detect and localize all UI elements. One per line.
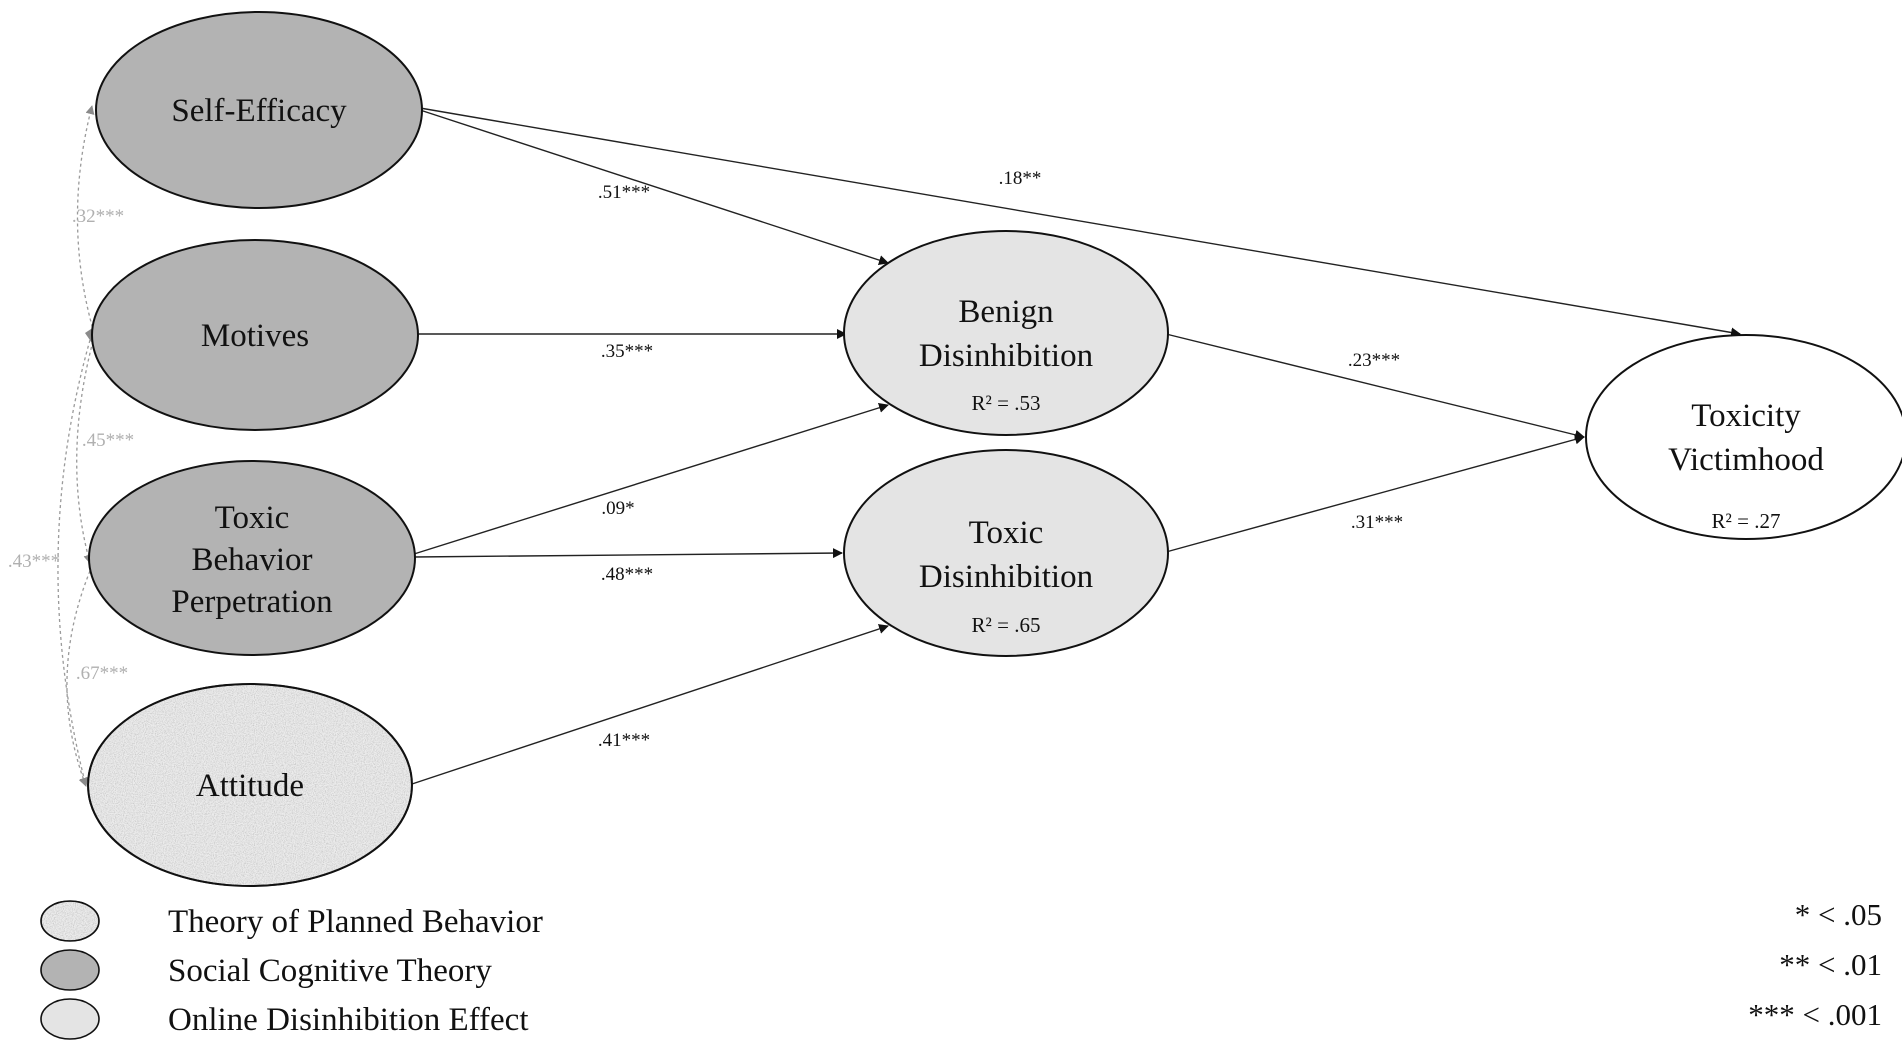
legend: Theory of Planned Behavior Social Cognit… bbox=[40, 900, 543, 1040]
corr-se-mot: .32*** bbox=[72, 206, 124, 227]
node-toxic-behavior-line3: Perpetration bbox=[171, 584, 332, 620]
node-toxic-behavior-line2: Behavior bbox=[192, 542, 313, 578]
node-benign-line1: Benign bbox=[958, 294, 1053, 330]
legend-swatch-online-disinhibition bbox=[40, 998, 100, 1040]
corr-arc-se-mot bbox=[76, 105, 95, 334]
legend-swatch-planned-outline bbox=[40, 900, 100, 942]
node-self-efficacy-shape bbox=[95, 11, 423, 209]
coef-att-toxic: .41*** bbox=[598, 730, 650, 751]
node-victimhood-line1: Toxicity bbox=[1691, 398, 1801, 434]
node-motives-shape bbox=[91, 239, 419, 431]
node-toxic-dis-line1: Toxic bbox=[969, 515, 1044, 551]
node-attitude-outline bbox=[87, 683, 413, 887]
node-motives-label: Motives bbox=[201, 318, 309, 354]
node-toxic-behavior-shape bbox=[88, 460, 416, 656]
significance-key: * < .05 ** < .01 *** < .001 bbox=[1748, 897, 1882, 1032]
node-benign-shape bbox=[843, 230, 1169, 436]
coef-se-victim: .18** bbox=[999, 168, 1042, 189]
node-toxicity-victimhood: Toxicity Victimhood R² = .27 bbox=[1585, 334, 1902, 540]
node-victimhood-shape bbox=[1585, 334, 1902, 540]
node-toxic-dis-r2: R² = .65 bbox=[972, 613, 1041, 637]
path-att-toxic bbox=[411, 624, 889, 785]
path-benign-victim bbox=[1165, 333, 1585, 440]
node-toxic-dis-line2: Disinhibition bbox=[919, 559, 1093, 595]
coef-tbp-benign: .09* bbox=[601, 498, 634, 519]
node-benign-line2: Disinhibition bbox=[919, 338, 1093, 374]
correlation-coefficients: .32*** .45*** .43*** .67*** bbox=[8, 206, 134, 684]
node-benign-r2: R² = .53 bbox=[972, 391, 1041, 415]
coef-toxic-victim: .31*** bbox=[1351, 512, 1403, 533]
path-tbp-benign bbox=[413, 402, 889, 555]
node-victimhood-line2: Victimhood bbox=[1668, 442, 1824, 478]
coef-mot-benign: .35*** bbox=[601, 341, 653, 362]
node-toxic-dis-shape bbox=[843, 449, 1169, 657]
regression-paths bbox=[411, 107, 1741, 785]
node-toxic-behavior-line1: Toxic bbox=[215, 500, 290, 536]
legend-label-planned-behavior: Theory of Planned Behavior bbox=[168, 904, 543, 940]
node-motives: Motives bbox=[91, 239, 419, 431]
corr-arc-mot-tbp bbox=[76, 340, 94, 564]
node-attitude: Attitude bbox=[87, 683, 413, 887]
path-se-benign bbox=[419, 109, 889, 265]
coef-benign-victim: .23*** bbox=[1348, 350, 1400, 371]
corr-tbp-att: .67*** bbox=[76, 663, 128, 684]
legend-label-social-cognitive: Social Cognitive Theory bbox=[168, 953, 492, 989]
coef-se-benign: .51*** bbox=[598, 182, 650, 203]
path-coefficients: .51*** .18** .35*** .09* .48*** .41*** .… bbox=[598, 168, 1403, 751]
corr-arc-tbp-att bbox=[66, 570, 91, 787]
node-victimhood-r2: R² = .27 bbox=[1712, 509, 1781, 533]
node-benign-disinhibition: Benign Disinhibition R² = .53 bbox=[843, 230, 1169, 436]
node-self-efficacy-label: Self-Efficacy bbox=[171, 93, 347, 129]
node-self-efficacy: Self-Efficacy bbox=[95, 11, 423, 209]
sig-level-01: ** < .01 bbox=[1779, 947, 1882, 982]
path-tbp-toxic bbox=[413, 548, 843, 559]
coef-tbp-toxic: .48*** bbox=[601, 564, 653, 585]
sig-level-001: *** < .001 bbox=[1748, 997, 1882, 1032]
sig-level-05: * < .05 bbox=[1795, 897, 1882, 932]
corr-mot-att: .43*** bbox=[8, 551, 60, 572]
node-toxic-behavior-perpetration: Toxic Behavior Perpetration bbox=[88, 460, 416, 656]
corr-mot-tbp: .45*** bbox=[82, 430, 134, 451]
corr-arc-mot-att bbox=[57, 339, 91, 787]
node-toxic-disinhibition: Toxic Disinhibition R² = .65 bbox=[843, 449, 1169, 657]
path-se-victim bbox=[419, 107, 1741, 338]
path-toxic-victim bbox=[1165, 434, 1585, 553]
legend-label-online-disinhibition: Online Disinhibition Effect bbox=[168, 1002, 529, 1038]
node-attitude-label: Attitude bbox=[196, 768, 304, 804]
legend-swatch-social-cognitive bbox=[40, 949, 100, 991]
